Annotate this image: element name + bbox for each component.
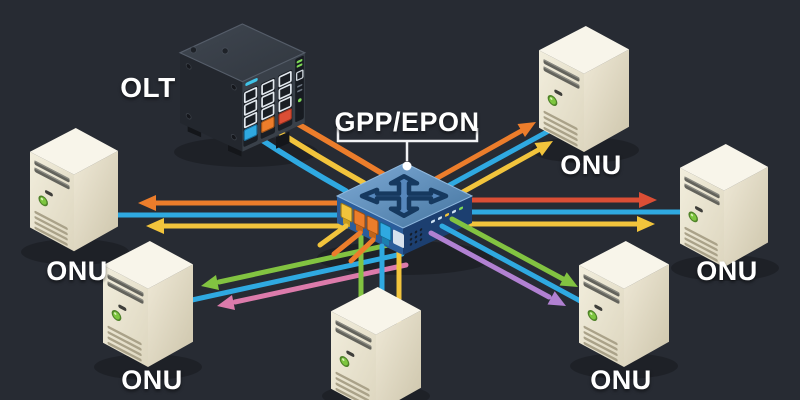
empty-port-slot bbox=[393, 229, 404, 248]
splitter-switch bbox=[317, 162, 474, 264]
olt-device bbox=[178, 23, 307, 157]
olt-cable-connector bbox=[243, 108, 292, 141]
arrowhead bbox=[146, 218, 164, 234]
splitter-plug bbox=[340, 202, 353, 227]
onu-tower-bottom-center bbox=[330, 286, 422, 400]
status-led bbox=[297, 98, 302, 103]
routing-cross-icon bbox=[362, 176, 446, 215]
splitter-plug bbox=[366, 215, 379, 240]
olt-side-panel bbox=[295, 55, 304, 122]
onu-tower-bottom-left bbox=[102, 240, 194, 368]
link-splitter-to-onu-bottom-left bbox=[189, 239, 409, 305]
arrowhead bbox=[559, 272, 578, 287]
arrowhead bbox=[217, 295, 235, 310]
onu-tower-top-right bbox=[538, 25, 630, 153]
status-led bbox=[431, 206, 463, 224]
status-led bbox=[245, 78, 258, 86]
arrowhead bbox=[639, 192, 657, 208]
callout-bracket bbox=[336, 128, 479, 161]
callout-pin-icon bbox=[402, 161, 412, 171]
splitter-leds bbox=[409, 206, 463, 246]
arrowhead bbox=[138, 195, 156, 211]
arrowhead bbox=[201, 275, 219, 290]
arrowhead bbox=[517, 122, 536, 137]
splitter-plug bbox=[379, 221, 392, 246]
plug-cables bbox=[317, 223, 376, 264]
onu-tower-left bbox=[29, 127, 119, 252]
arrowhead bbox=[637, 216, 655, 232]
arrowhead bbox=[534, 141, 553, 156]
arrowhead bbox=[547, 291, 566, 306]
onu-tower-bottom-right bbox=[578, 240, 670, 368]
link-splitter-to-onu-bottom-right bbox=[428, 216, 587, 306]
onu-tower-right bbox=[679, 143, 769, 268]
